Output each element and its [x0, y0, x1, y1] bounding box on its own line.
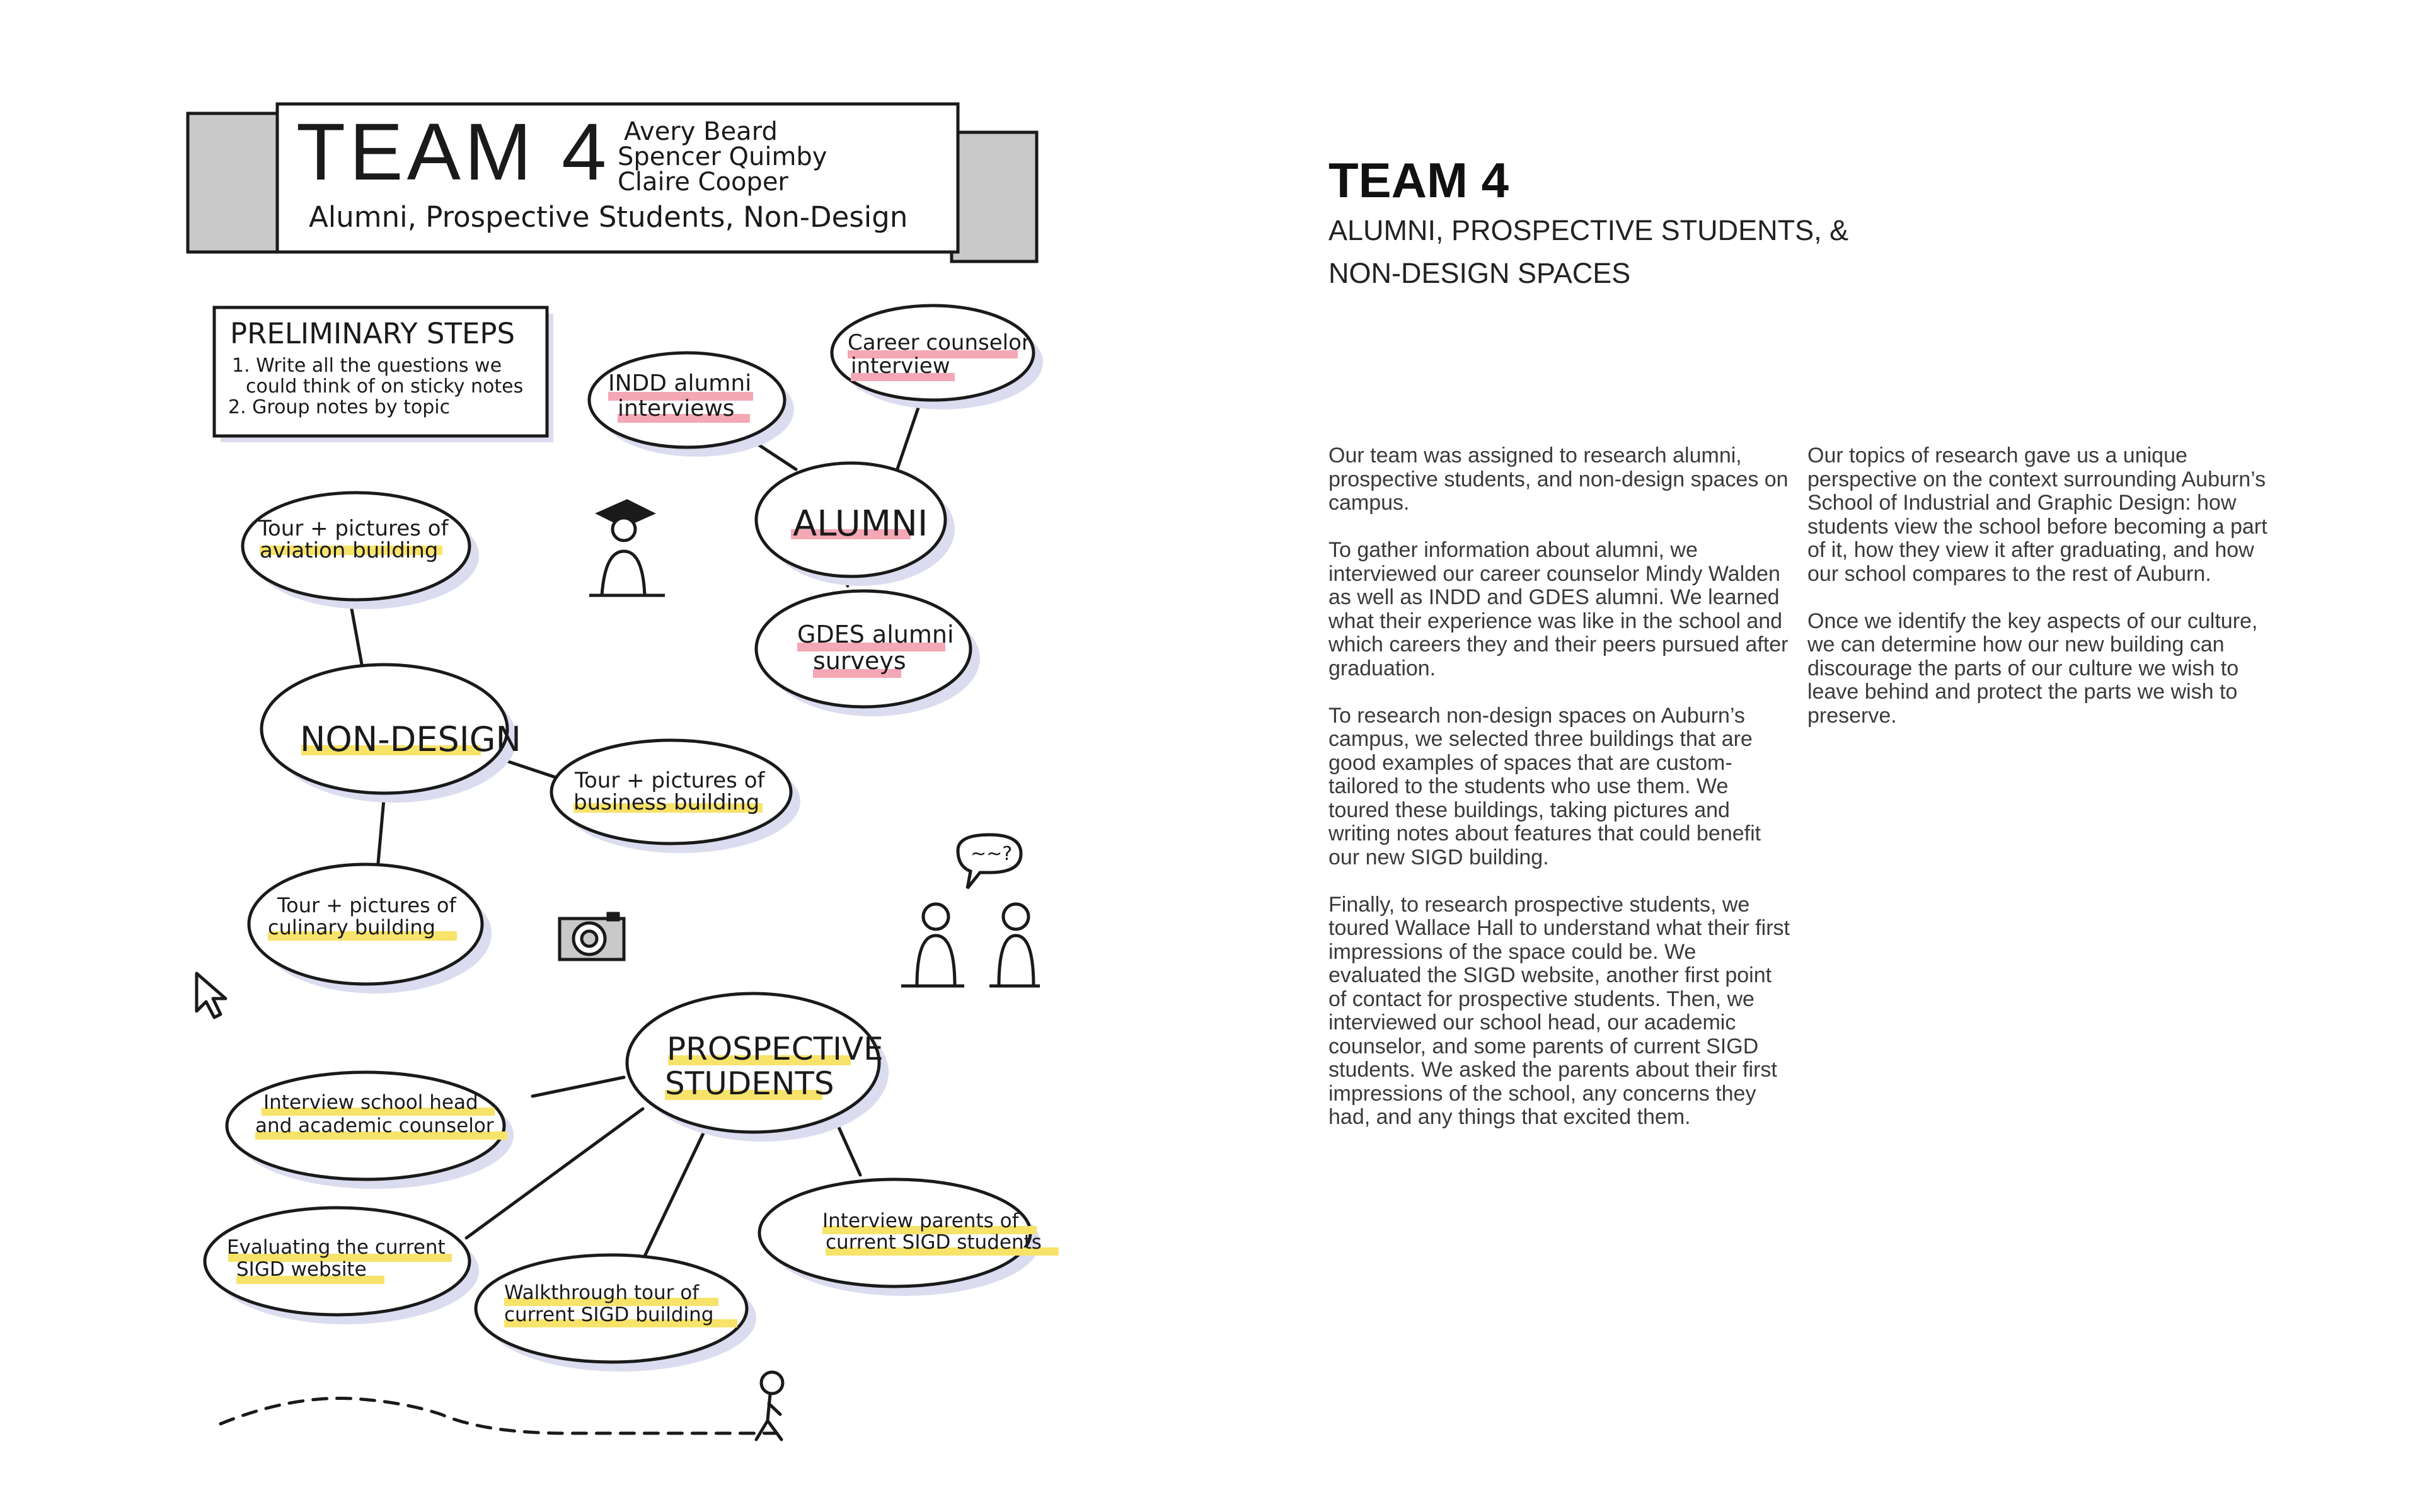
prospective-students-bubble: PROSPECTIVE STUDENTS	[627, 994, 889, 1142]
gdes-label-2: surveys	[813, 647, 906, 675]
steps-line-1: 1. Write all the questions we	[232, 355, 502, 377]
paragraph: To research non-design spaces on Auburn’…	[1328, 704, 1792, 870]
parents-label-2: current SIGD students	[826, 1231, 1042, 1254]
business-label-1: Tour + pictures of	[574, 768, 765, 793]
gdes-alumni-bubble: GDES alumni surveys	[756, 591, 980, 716]
paragraph: Our team was assigned to research alumni…	[1328, 444, 1792, 515]
business-bubble: Tour + pictures of business building	[551, 740, 800, 853]
paragraph: Once we identify the key aspects of our …	[1807, 610, 2283, 728]
text-panel: TEAM 4 ALUMNI, PROSPECTIVE STUDENTS, & N…	[1328, 151, 2387, 295]
career-label-2: interview	[851, 353, 950, 379]
walkthrough-label-2: current SIGD building	[504, 1303, 713, 1326]
paragraph: Our topics of research gave us a unique …	[1807, 444, 2283, 586]
walkthrough-bubble: Walkthrough tour of current SIGD buildin…	[476, 1255, 756, 1372]
aviation-bubble: Tour + pictures of aviation building	[243, 493, 479, 609]
camera-icon	[560, 914, 624, 959]
career-counselor-bubble: Career counselor interview	[832, 306, 1043, 410]
website-label-2: SIGD website	[236, 1258, 367, 1281]
banner-title: TEAM 4	[296, 107, 610, 197]
subtitle-line-1: ALUMNI, PROSPECTIVE STUDENTS, &	[1328, 209, 2387, 252]
school-head-label-2: and academic counselor	[255, 1114, 494, 1137]
parents-label-1: Interview parents of	[822, 1210, 1020, 1232]
prospective-label-2: STUDENTS	[665, 1065, 834, 1102]
culinary-label-1: Tour + pictures of	[277, 893, 456, 917]
cursor-icon	[197, 973, 226, 1017]
website-label-1: Evaluating the current	[227, 1236, 446, 1259]
subtitle-line-2: NON-DESIGN SPACES	[1328, 252, 2387, 295]
people-talking-icon: ~~?	[901, 835, 1040, 986]
body-column-1: Our team was assigned to research alumni…	[1328, 444, 1792, 1153]
steps-heading: PRELIMINARY STEPS	[230, 317, 515, 350]
indd-alumni-bubble: INDD alumni interviews	[589, 353, 794, 457]
indd-label-1: INDD alumni	[608, 370, 751, 396]
alumni-label: ALUMNI	[793, 503, 928, 544]
steps-line-2: could think of on sticky notes	[246, 375, 523, 398]
body-column-2: Our topics of research gave us a unique …	[1807, 444, 2283, 752]
banner-topics: Alumni, Prospective Students, Non-Design	[309, 200, 908, 234]
school-head-bubble: Interview school head and academic couns…	[227, 1072, 514, 1189]
non-design-bubble: NON-DESIGN	[262, 665, 521, 803]
steps-line-3: 2. Group notes by topic	[228, 396, 450, 418]
paragraph: Finally, to research prospective student…	[1328, 893, 1792, 1130]
preliminary-steps: PRELIMINARY STEPS 1. Write all the quest…	[214, 307, 553, 442]
non-design-label: NON-DESIGN	[300, 719, 521, 759]
paragraph: To gather information about alumni, we i…	[1328, 539, 1792, 680]
dashed-path	[221, 1399, 775, 1434]
alumni-bubble: ALUMNI	[756, 463, 955, 586]
website-bubble: Evaluating the current SIGD website	[205, 1208, 479, 1324]
career-label-1: Career counselor	[848, 330, 1030, 355]
banner-member-3: Claire Cooper	[618, 168, 788, 197]
gdes-label-1: GDES alumni	[797, 621, 954, 648]
culinary-bubble: Tour + pictures of culinary building	[249, 864, 492, 994]
page-title: TEAM 4	[1328, 151, 2387, 209]
aviation-label-1: Tour + pictures of	[258, 516, 449, 541]
graduate-icon	[589, 501, 665, 595]
indd-label-2: interviews	[618, 396, 735, 421]
walking-person-icon	[756, 1372, 783, 1440]
walkthrough-label-1: Walkthrough tour of	[504, 1281, 700, 1304]
mind-map-sketch: TEAM 4 Avery Beard Spencer Quimby Claire…	[0, 0, 1134, 1512]
culinary-label-2: culinary building	[268, 915, 435, 939]
parents-bubble: Interview parents of current SIGD studen…	[759, 1179, 1059, 1296]
prospective-label-1: PROSPECTIVE	[667, 1031, 884, 1067]
school-head-label-1: Interview school head	[263, 1091, 478, 1114]
business-label-2: business building	[573, 790, 759, 815]
title-banner: TEAM 4 Avery Beard Spencer Quimby Claire…	[188, 104, 1037, 261]
speech-text: ~~?	[971, 843, 1012, 865]
aviation-label-2: aviation building	[260, 538, 438, 563]
